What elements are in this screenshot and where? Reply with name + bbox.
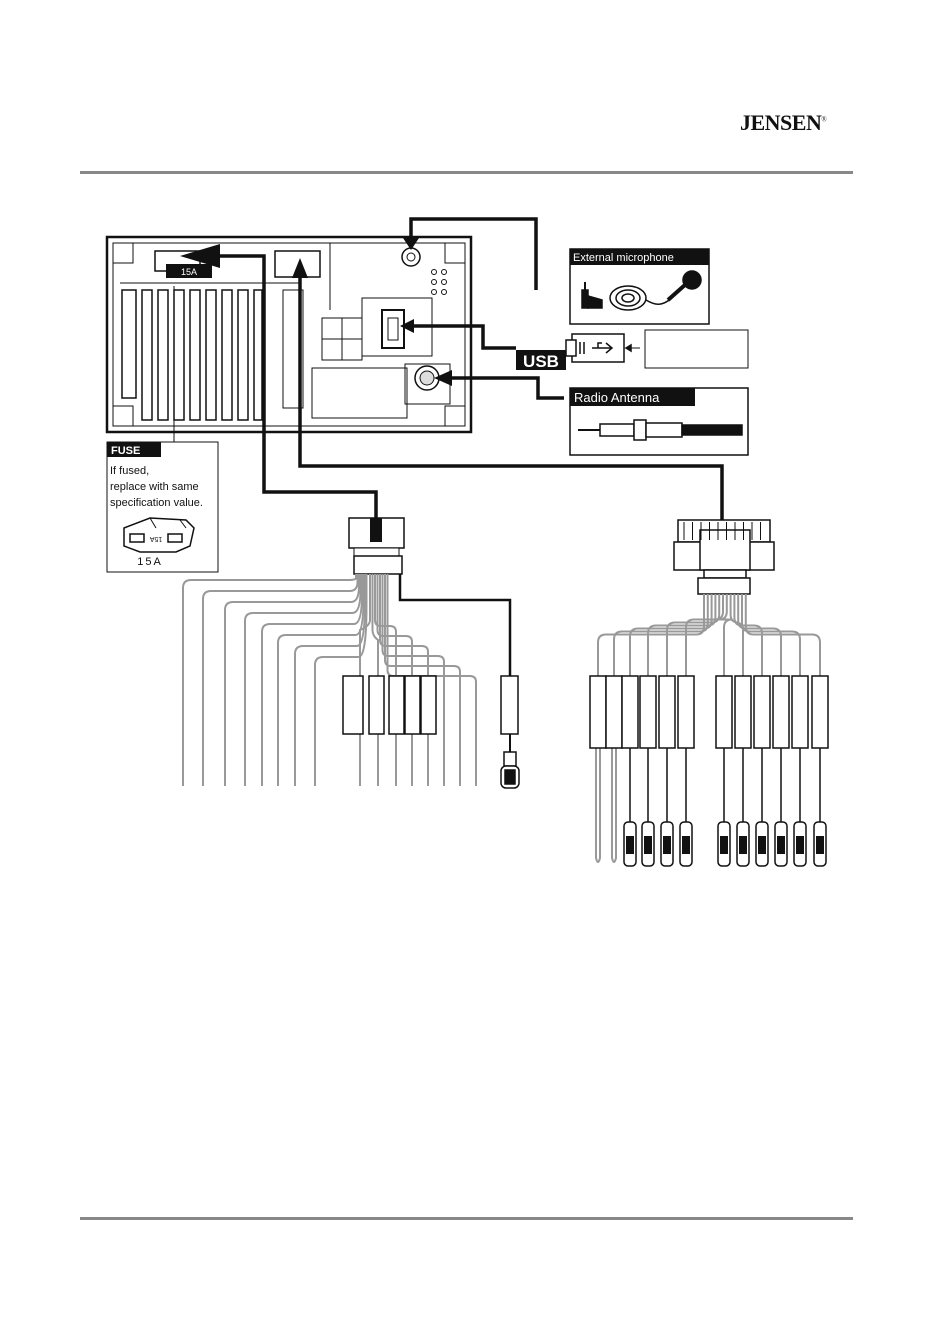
- harness-filter-tube: [369, 676, 384, 734]
- rca-connector-plug: [674, 520, 774, 594]
- fuse-title: FUSE: [111, 445, 140, 457]
- rca-jack-band: [796, 836, 804, 854]
- rca-jack-band: [663, 836, 671, 854]
- harness-filter-tube: [421, 676, 436, 734]
- rca-filter-tube: [735, 676, 751, 748]
- power-harness-filter-tube: [501, 676, 518, 734]
- power-harness: [183, 518, 519, 788]
- power-harness-collar: [354, 556, 402, 574]
- rca-jack-band: [644, 836, 652, 854]
- rca-wire: [746, 594, 820, 676]
- rca-filter-tube: [812, 676, 828, 748]
- head-unit-rear: [107, 237, 471, 432]
- fuse-rating: 15A: [137, 556, 163, 568]
- rca-harness: [590, 520, 828, 866]
- harness-filter-tube: [405, 676, 420, 734]
- fuse-instruction-line1: If fused,: [110, 465, 149, 477]
- external-microphone-panel: External microphone: [570, 249, 709, 324]
- rca-bare-wire: [612, 748, 616, 862]
- rca-harness-filters: [590, 676, 828, 748]
- harness-filter-tube: [343, 676, 363, 734]
- rca-bare-wire: [596, 748, 600, 862]
- heat-sink-fins: [122, 290, 262, 420]
- power-harness-filters: [343, 676, 436, 734]
- rca-filter-tube: [678, 676, 694, 748]
- rca-jack-band: [777, 836, 785, 854]
- harness-plug-connector: [501, 752, 519, 788]
- external-microphone-label: External microphone: [573, 252, 674, 264]
- fuse-panel: FUSE If fused, replace with same specifi…: [107, 286, 218, 572]
- radio-antenna-panel: Radio Antenna: [570, 388, 748, 455]
- usb-device-box: [645, 330, 748, 368]
- rca-jack-band: [682, 836, 690, 854]
- rca-filter-tube: [773, 676, 789, 748]
- rca-jack-band: [758, 836, 766, 854]
- harness-wire: [183, 574, 356, 786]
- rca-jacks: [624, 822, 826, 866]
- rca-filter-tube: [754, 676, 770, 748]
- rca-filter-tube: [640, 676, 656, 748]
- unit-fuse-label: 15A: [181, 267, 197, 277]
- rca-jack-band: [626, 836, 634, 854]
- fuse-instruction-line3: specification value.: [110, 497, 203, 509]
- radio-antenna-label: Radio Antenna: [574, 390, 660, 405]
- usb-plug-icon: [566, 334, 640, 362]
- rca-jack-band: [739, 836, 747, 854]
- rca-jack-band: [720, 836, 728, 854]
- rca-filter-tube: [792, 676, 808, 748]
- rca-filter-tube: [716, 676, 732, 748]
- rca-filter-tube: [659, 676, 675, 748]
- fuse-blade-text: 15A: [149, 535, 162, 542]
- rca-filter-tube: [590, 676, 606, 748]
- rca-filter-tube: [606, 676, 622, 748]
- rca-filter-tube: [622, 676, 638, 748]
- rca-jack-band: [816, 836, 824, 854]
- harness-filter-tube: [389, 676, 404, 734]
- fuse-instruction-line2: replace with same: [110, 481, 199, 493]
- usb-label: USB: [523, 352, 559, 371]
